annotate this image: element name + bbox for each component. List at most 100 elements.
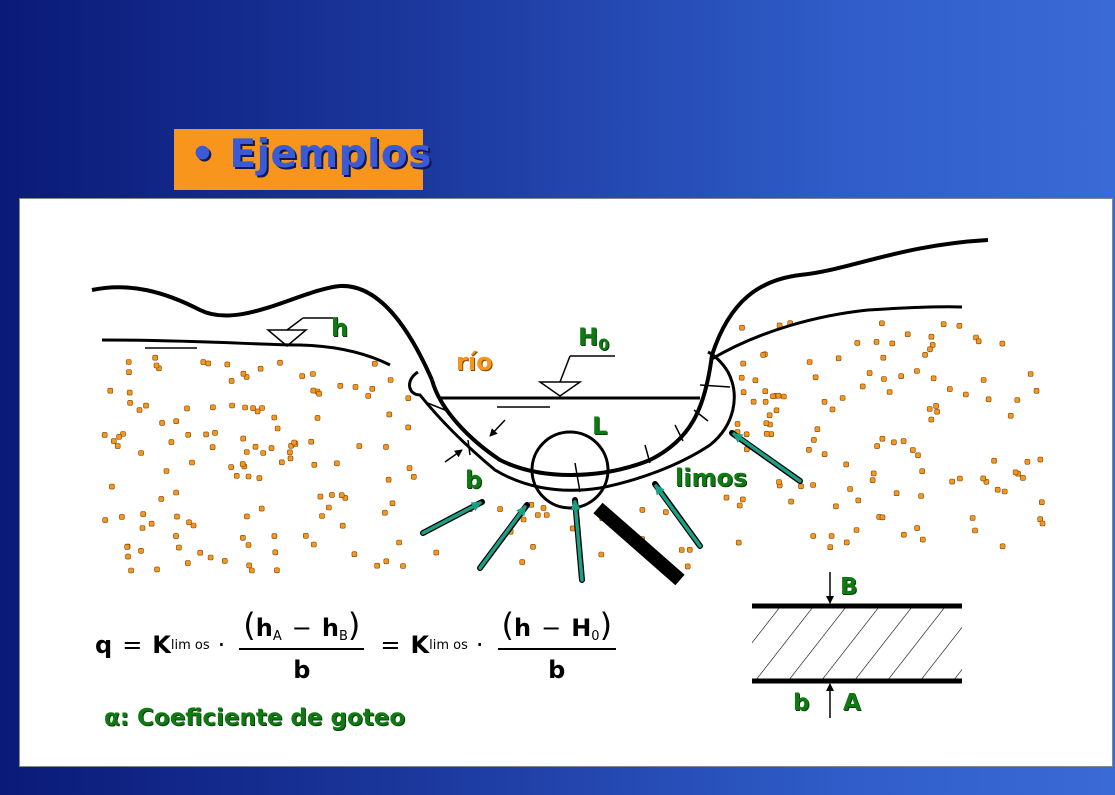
silt-dot xyxy=(662,509,669,515)
silt-dot xyxy=(256,475,263,481)
silt-dot xyxy=(994,486,1001,493)
silt-dot xyxy=(102,517,108,523)
silt-dot xyxy=(287,449,293,456)
formula-q: q xyxy=(95,631,113,659)
silt-dot xyxy=(534,512,541,518)
silt-dot xyxy=(1020,475,1026,481)
silt-dot xyxy=(854,340,861,346)
silt-dot xyxy=(222,558,228,564)
num1-hB-sub: B xyxy=(338,629,348,644)
silt-dot xyxy=(229,402,235,409)
silt-dot xyxy=(242,404,248,411)
silt-dot xyxy=(969,515,976,521)
silt-dot xyxy=(205,360,212,367)
label-H0-main: H xyxy=(578,323,599,351)
silt-dot xyxy=(243,449,250,455)
silt-dot xyxy=(410,473,417,480)
silt-dot xyxy=(940,321,947,328)
formula-eq-2: = xyxy=(380,631,401,659)
silt-dot xyxy=(386,411,393,418)
silt-dot xyxy=(1014,397,1021,403)
silt-dot xyxy=(1024,458,1031,465)
silt-dot xyxy=(163,468,170,474)
silt-dot xyxy=(855,497,862,504)
silt-dot xyxy=(252,443,259,450)
title-text: Ejemplos xyxy=(229,132,432,177)
num2-H: H xyxy=(571,614,592,642)
silt-dot xyxy=(540,505,547,511)
silt-dot xyxy=(257,365,264,372)
silt-dot xyxy=(351,551,358,558)
silt-dot xyxy=(233,472,240,479)
silt-dot xyxy=(310,387,317,394)
silt-dot xyxy=(365,393,372,399)
inset-label-A: A xyxy=(843,690,861,716)
num2-h: h xyxy=(513,614,532,642)
silt-dot xyxy=(200,359,207,365)
silt-dot xyxy=(869,477,876,484)
silt-dot xyxy=(975,338,982,345)
silt-dot xyxy=(228,464,234,470)
silt-dot xyxy=(245,473,252,480)
silt-dot xyxy=(891,439,897,446)
silt-dot xyxy=(314,415,321,421)
inset-hatch-area xyxy=(752,606,962,681)
silt-dot xyxy=(405,395,412,402)
silt-dot xyxy=(812,374,819,381)
silt-dot xyxy=(734,421,741,427)
silt-dot xyxy=(810,533,817,539)
silt-dot xyxy=(272,549,279,556)
silt-dot xyxy=(900,438,907,444)
silt-dot xyxy=(915,452,921,459)
silt-dot xyxy=(271,533,278,539)
silt-dot xyxy=(847,486,853,492)
silt-dot xyxy=(928,333,935,340)
silt-dot xyxy=(881,376,887,382)
silt-dot xyxy=(185,560,191,566)
silt-dot xyxy=(530,543,536,550)
silt-dot xyxy=(139,525,146,531)
silt-dot xyxy=(127,399,133,406)
silt-dot xyxy=(949,478,956,485)
silt-dot xyxy=(1039,499,1045,506)
silt-dot xyxy=(835,355,842,362)
silt-dot xyxy=(140,511,146,517)
silt-dot xyxy=(806,359,813,365)
silt-dot xyxy=(119,514,125,520)
silt-dot xyxy=(176,544,182,551)
silt-dot xyxy=(244,513,250,520)
silt-dot xyxy=(153,362,160,369)
silt-hatch-marks xyxy=(424,384,731,493)
silt-dot xyxy=(1012,469,1019,476)
silt-dot xyxy=(383,444,389,450)
num2-minus: − xyxy=(541,614,562,642)
silt-dot xyxy=(833,503,839,510)
silt-dot xyxy=(991,457,997,464)
silt-dot xyxy=(271,414,278,421)
silt-dot xyxy=(316,390,322,397)
silt-dot xyxy=(1001,488,1008,495)
silt-dot xyxy=(385,476,392,483)
silt-dot xyxy=(927,346,933,353)
silt-dot xyxy=(240,435,246,442)
silt-dot xyxy=(189,459,195,466)
silt-dot xyxy=(186,519,192,526)
h-leader-line xyxy=(286,317,304,331)
silt-dot xyxy=(962,391,969,398)
silt-dot xyxy=(249,567,255,574)
silt-dot xyxy=(369,385,376,392)
silt-dot xyxy=(598,551,605,558)
silt-dot xyxy=(310,371,316,377)
silt-dot xyxy=(185,431,191,438)
silt-dot xyxy=(735,539,742,546)
silt-dot xyxy=(763,420,770,427)
label-b: b xyxy=(465,466,483,494)
label-rio: río xyxy=(456,348,493,376)
silt-dot xyxy=(1027,371,1034,377)
silt-dot xyxy=(197,549,203,556)
silt-dot xyxy=(277,359,283,366)
silt-dot xyxy=(240,370,247,377)
silt-dot xyxy=(126,389,133,396)
silt-dot xyxy=(174,513,180,520)
